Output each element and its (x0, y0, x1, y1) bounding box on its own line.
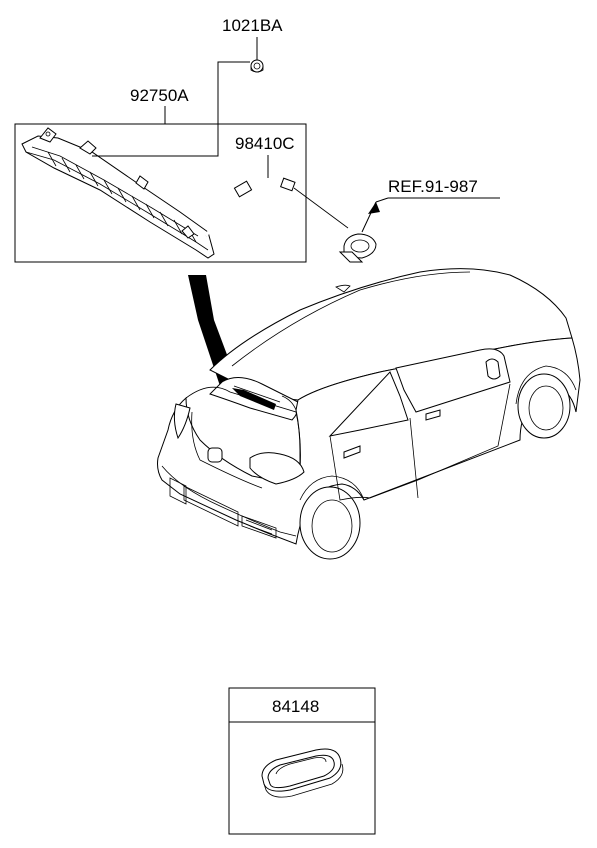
part-label-84148[interactable]: 84148 (272, 697, 319, 716)
part-label-92750a[interactable]: 92750A (130, 86, 189, 105)
part-label-1021ba[interactable]: 1021BA (222, 16, 283, 35)
ref-connector[interactable] (338, 197, 389, 263)
grommet-box (228, 687, 376, 835)
leader-1021ba (217, 37, 258, 124)
car-illustration (157, 268, 581, 560)
ref-label[interactable]: REF.91-987 (388, 177, 478, 196)
wiring-harness-98410c[interactable] (204, 177, 349, 237)
part-label-98410c[interactable]: 98410C (235, 134, 295, 153)
high-mount-stop-lamp[interactable] (21, 124, 219, 259)
grommet-84148[interactable] (261, 748, 344, 798)
lamp-assembly-box (14, 123, 307, 263)
bolt-1021ba[interactable] (250, 59, 264, 73)
